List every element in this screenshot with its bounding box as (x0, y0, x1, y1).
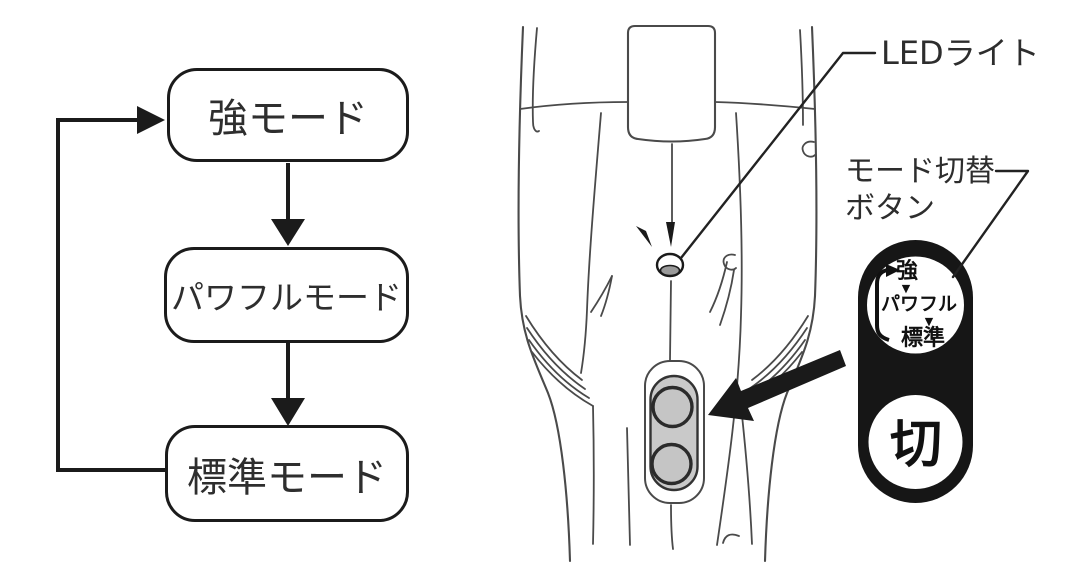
pill-mode-strong: 強 (896, 258, 918, 284)
led-lens (659, 264, 681, 277)
pointer-arrow (708, 350, 846, 421)
mode-box-standard-label: 標準モード (187, 454, 387, 501)
body-button-panel (644, 360, 705, 504)
led-label: LEDライト (881, 34, 1040, 72)
mode-switch-leader-line (951, 169, 1030, 279)
arrow-powerful-to-standard (271, 343, 305, 426)
mode-box-standard: 標準モード (165, 425, 409, 522)
mode-switch-label-line1: モード切替 (845, 154, 995, 189)
led-light (636, 222, 685, 278)
led-leader-line (679, 51, 877, 260)
mode-box-strong-label: 強モード (208, 96, 368, 142)
led-shine-mark (636, 226, 652, 247)
cycle-arrow-icon (875, 264, 900, 342)
pill-mode-standard: 標準 (901, 325, 945, 351)
mode-box-strong: 強モード (167, 68, 409, 162)
mode-button-drawing (651, 385, 694, 429)
mode-box-powerful: パワフルモード (164, 247, 409, 343)
mode-switch-label-line2: ボタン (845, 191, 935, 226)
down-triangle-icon: ▼ (902, 282, 911, 295)
down-triangle-icon: ▼ (925, 315, 934, 328)
led-shine-mark (666, 222, 675, 247)
arrow-strong-to-powerful (271, 163, 305, 246)
vacuum-illustration: LEDライト モード切替 ボタン 強 ▼ パワフル ▼ 標準 切 (517, 24, 1040, 563)
pill-mode-powerful: パワフル (881, 293, 957, 315)
off-button-drawing (650, 442, 693, 486)
loop-back-connector (56, 106, 166, 472)
mode-switch-button-detail: 強 ▼ パワフル ▼ 標準 切 (858, 240, 973, 503)
pill-off-label: 切 (890, 415, 942, 475)
mode-box-powerful-label: パワフルモード (171, 278, 402, 317)
